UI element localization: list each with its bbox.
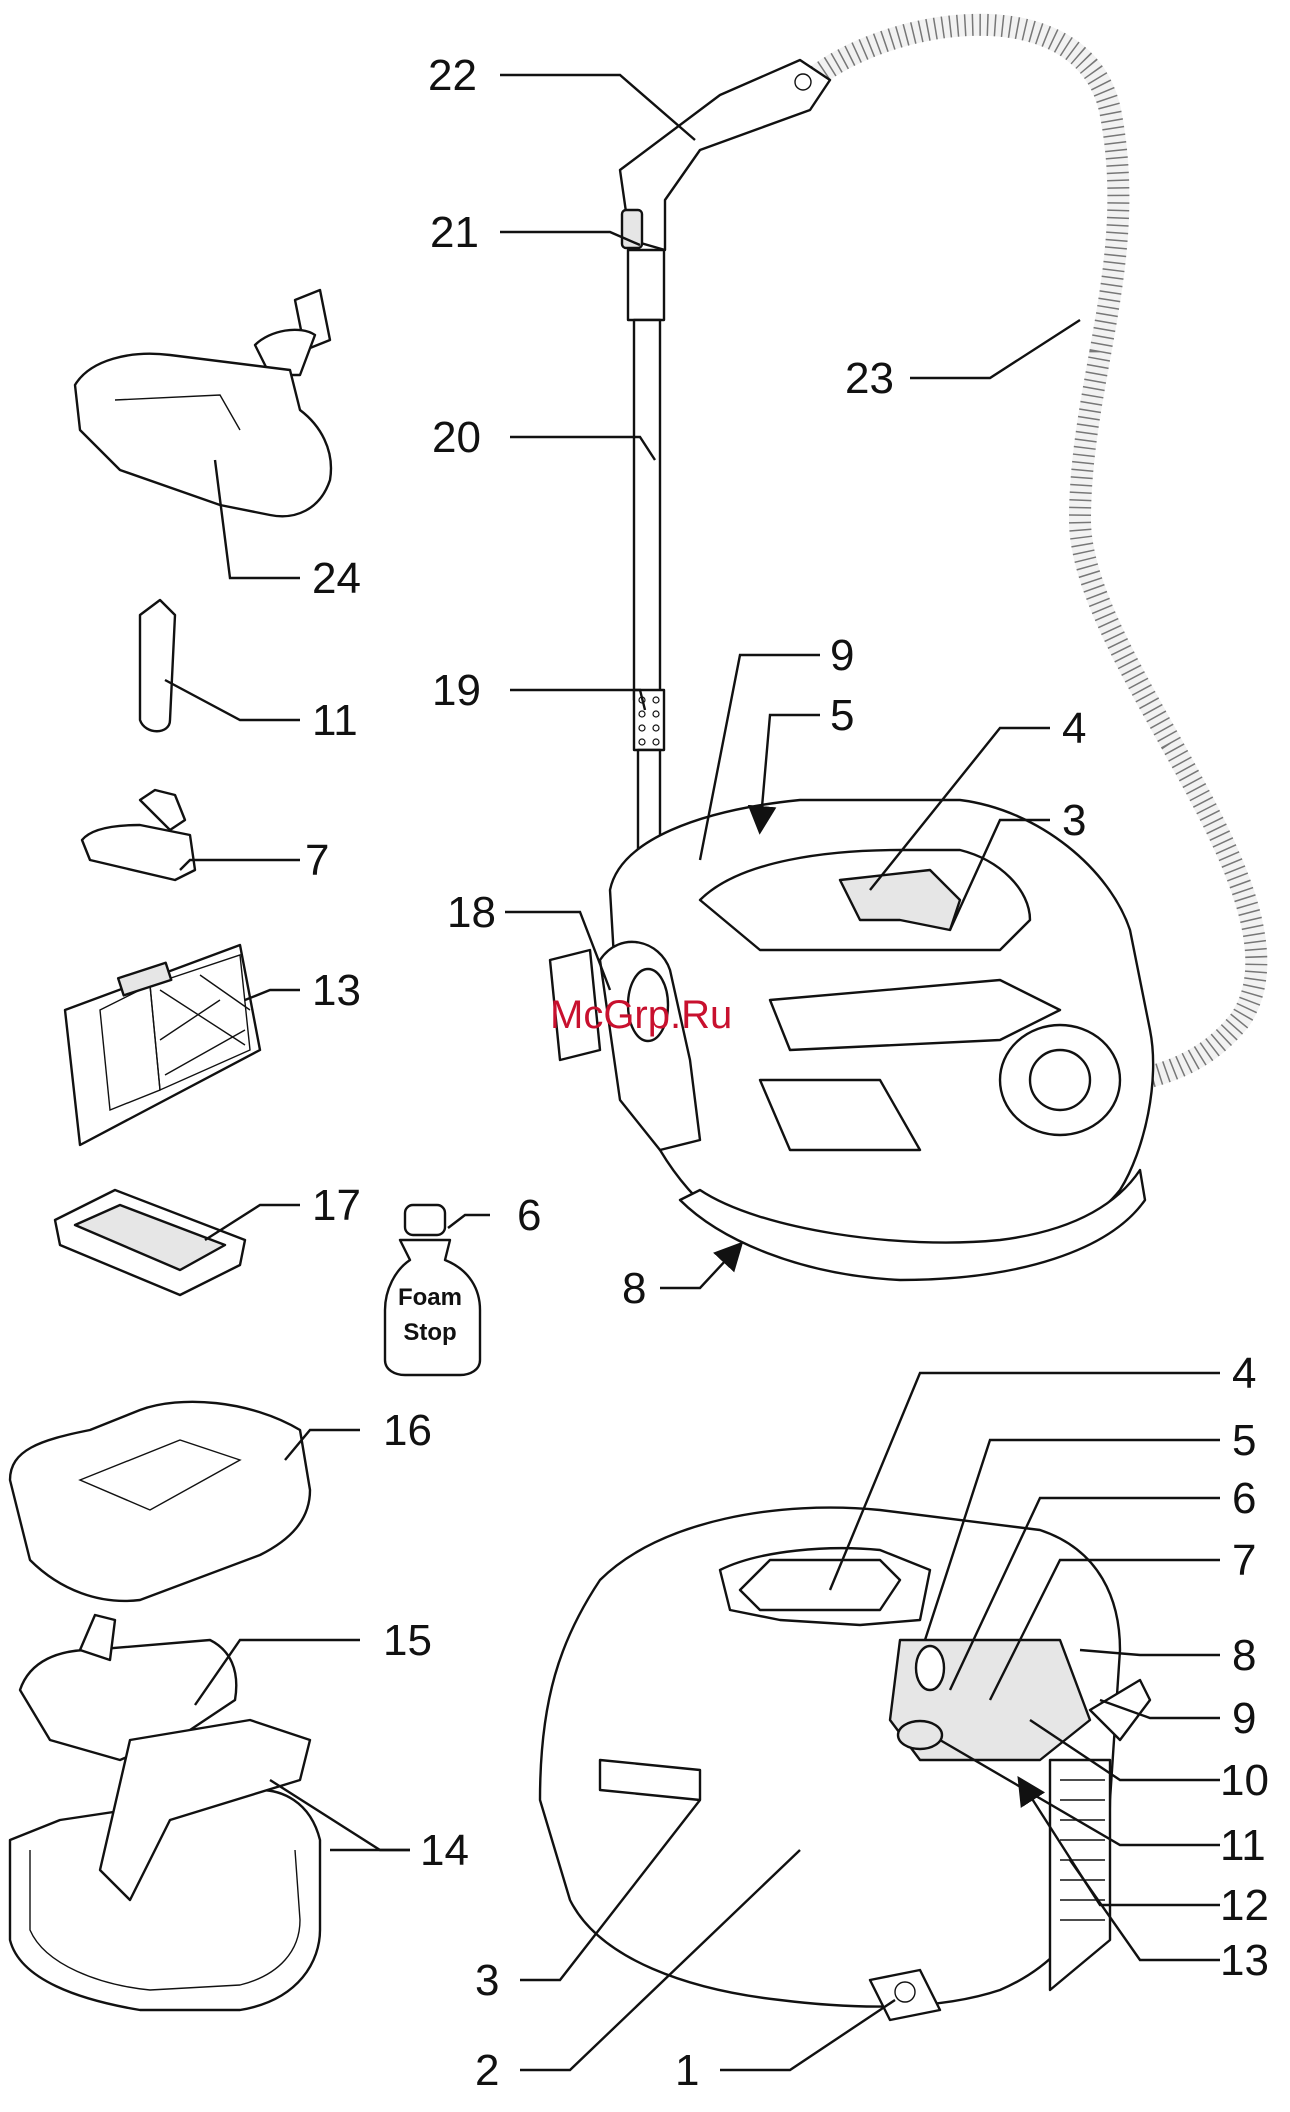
callout-19: 19 bbox=[432, 666, 481, 715]
floor-nozzle bbox=[75, 290, 331, 516]
crevice-nozzle bbox=[140, 600, 175, 731]
vacuum-cleaner-open bbox=[540, 1508, 1150, 2020]
callout-21: 21 bbox=[430, 208, 479, 257]
callout-12: 12 bbox=[1220, 1881, 1269, 1930]
callout-10: 10 bbox=[1220, 1756, 1269, 1805]
callout-24: 24 bbox=[312, 554, 361, 603]
vacuum-cleaner-assembled bbox=[550, 800, 1153, 1280]
callout-23: 23 bbox=[845, 354, 894, 403]
callout-13-bottom: 13 bbox=[1220, 1936, 1269, 1985]
callout-5-bottom: 5 bbox=[1232, 1416, 1256, 1465]
callout-6-bottom: 6 bbox=[1232, 1474, 1256, 1523]
filter-cassette bbox=[65, 945, 260, 1145]
lid bbox=[10, 1402, 310, 1601]
callout-14: 14 bbox=[420, 1826, 469, 1875]
foam-stop-bottle: Foam Stop bbox=[385, 1205, 480, 1375]
callout-2: 2 bbox=[475, 2046, 499, 2095]
callout-4-top: 4 bbox=[1062, 704, 1086, 753]
callout-11-bottom: 11 bbox=[1220, 1821, 1266, 1870]
callout-17: 17 bbox=[312, 1181, 361, 1230]
callout-22: 22 bbox=[428, 51, 477, 100]
callout-9-top: 9 bbox=[830, 631, 854, 680]
callout-11-left: 11 bbox=[312, 696, 358, 745]
callout-18: 18 bbox=[447, 888, 496, 937]
callout-7-left: 7 bbox=[305, 836, 329, 885]
bottle-label-line1: Foam bbox=[398, 1284, 462, 1311]
watermark: McGrp.Ru bbox=[550, 993, 732, 1037]
upholstery-nozzle bbox=[82, 790, 195, 880]
callout-8-top: 8 bbox=[622, 1264, 646, 1313]
callout-4-bottom: 4 bbox=[1232, 1349, 1256, 1398]
callout-6-left: 6 bbox=[517, 1191, 541, 1240]
callout-3-top: 3 bbox=[1062, 796, 1086, 845]
callout-9-bottom: 9 bbox=[1232, 1694, 1256, 1743]
callout-16: 16 bbox=[383, 1406, 432, 1455]
callout-15: 15 bbox=[383, 1616, 432, 1665]
callout-5-top: 5 bbox=[830, 691, 854, 740]
callout-3-bottom: 3 bbox=[475, 1956, 499, 2005]
callout-13-left: 13 bbox=[312, 966, 361, 1015]
hose-handle bbox=[620, 60, 830, 250]
callout-20: 20 bbox=[432, 413, 481, 462]
hepa-filter bbox=[55, 1190, 245, 1295]
separator-and-water-container bbox=[10, 1615, 320, 2010]
bottle-label-line2: Stop bbox=[403, 1319, 456, 1346]
callout-7-bottom: 7 bbox=[1232, 1536, 1256, 1585]
callout-1: 1 bbox=[675, 2046, 699, 2095]
callout-8-bottom: 8 bbox=[1232, 1631, 1256, 1680]
